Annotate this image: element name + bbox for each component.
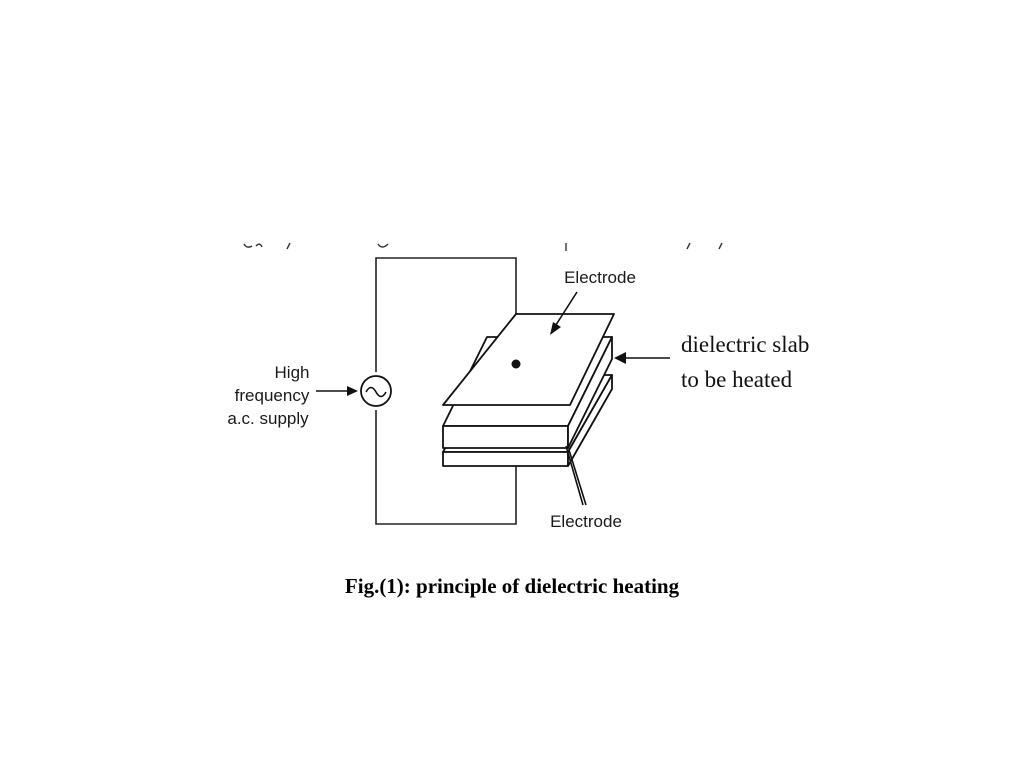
bottom-wire (375, 410, 517, 525)
cropped-text-remnant (243, 242, 723, 251)
bottom-electrode-leader (565, 445, 587, 506)
slab-label-line-1: dielectric slab (681, 332, 809, 357)
top-electrode-label: Electrode (564, 268, 636, 287)
top-wire (375, 257, 517, 372)
top-electrode-arrow (550, 291, 578, 335)
supply-arrow (316, 386, 358, 396)
bottom-electrode-label: Electrode (550, 512, 622, 531)
ac-source-icon (360, 375, 392, 407)
source-label-line-2: frequency (235, 386, 310, 405)
figure-caption: Fig.(1): principle of dielectric heating (345, 574, 680, 598)
circuit-wires (375, 257, 517, 525)
top-electrode-plate (442, 313, 615, 406)
terminal-dot (511, 359, 521, 369)
slab-label-line-2: to be heated (681, 367, 793, 392)
source-label-line-1: High (275, 363, 310, 382)
source-label-line-3: a.c. supply (227, 409, 309, 428)
slab-arrow (614, 352, 670, 364)
